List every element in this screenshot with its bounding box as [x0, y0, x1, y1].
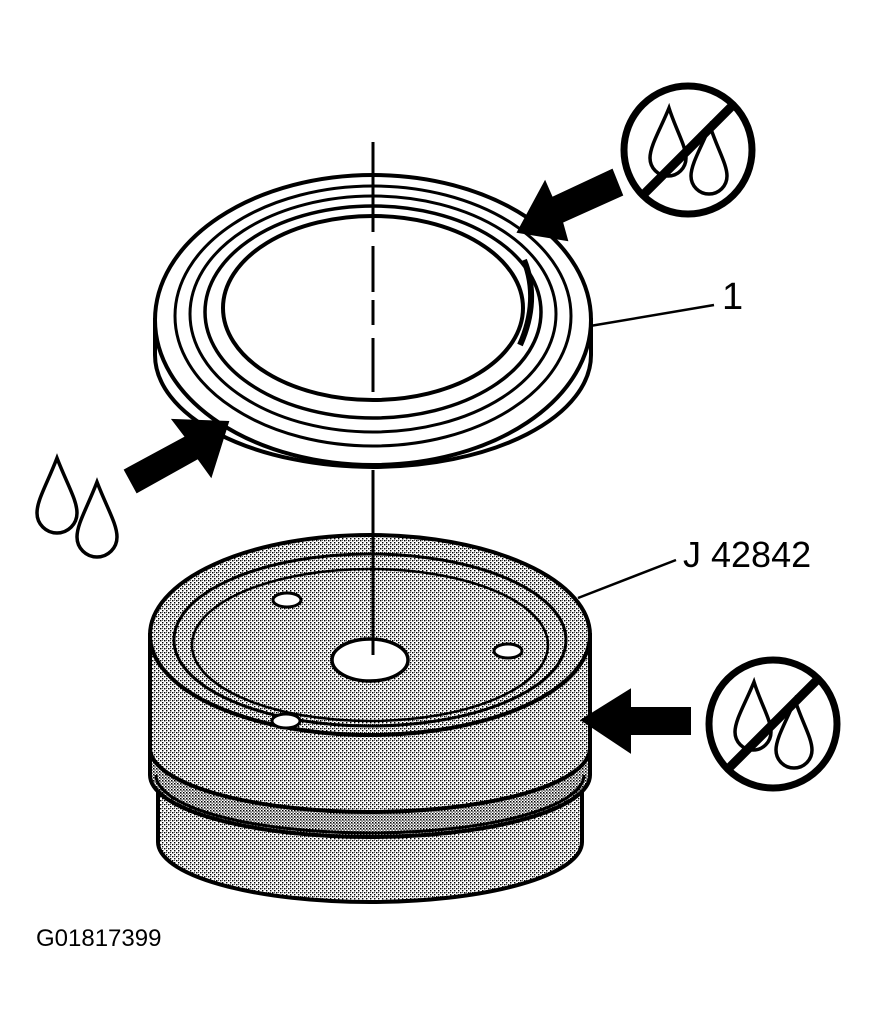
- lubricant-drops-icon: [35, 453, 119, 559]
- arrow-to-seal-inner-icon: [516, 168, 624, 242]
- installer-tool: [148, 533, 592, 904]
- no-lubricant-icon: [620, 82, 756, 218]
- arrow-to-seal-outer-icon: [123, 418, 230, 494]
- seal-leader-line: [589, 303, 715, 328]
- tool-leader-line: [577, 558, 677, 600]
- seal-callout-label: 1: [722, 276, 744, 318]
- arrow-to-tool-icon: [580, 688, 691, 754]
- no-lubricant-icon-2: [705, 656, 841, 792]
- tool-callout-label: J 42842: [683, 534, 812, 575]
- figure-id-label: G01817399: [36, 925, 162, 952]
